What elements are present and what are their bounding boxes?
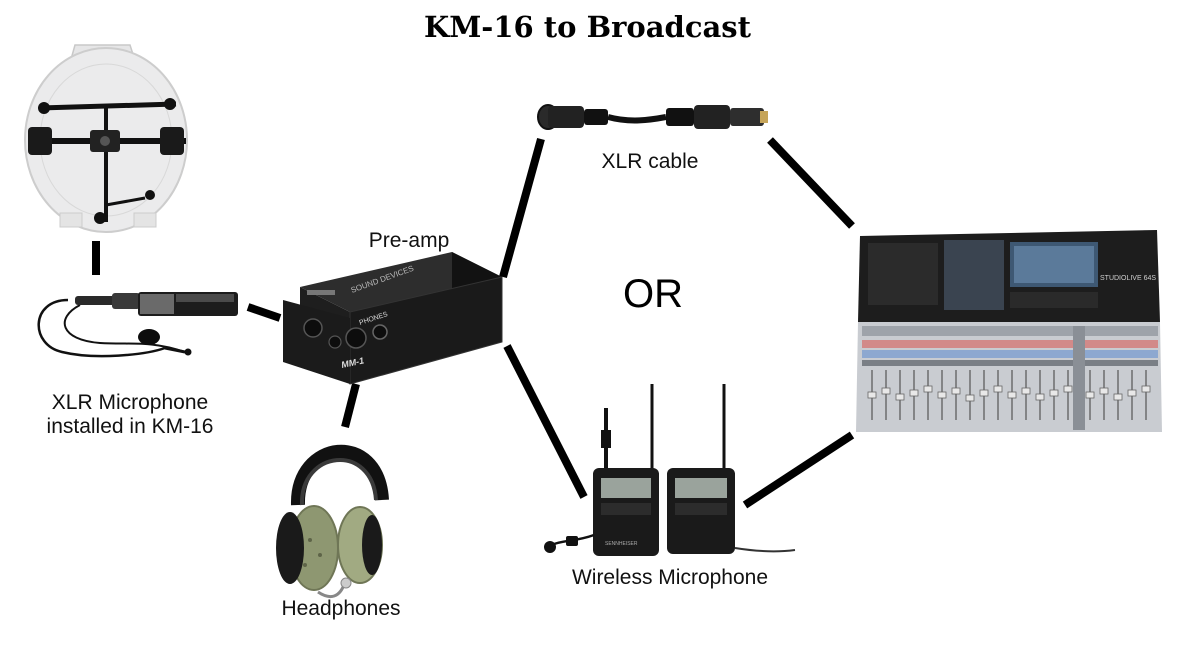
preamp-model-text: MM-1 [340,355,365,370]
line-preamp-to-xlr-cable [499,137,545,279]
mixer-brand-text: STUDIOLIVE 64S [1100,275,1156,282]
xlr-microphone-label-line2: installed in KM-16 [46,415,214,438]
line-wireless-to-mixer [742,431,855,509]
xlr-microphone-icon [37,292,238,358]
headphones-icon [276,444,389,599]
line-xlr-cable-to-mixer [767,137,855,229]
line-mic-to-preamp [246,303,282,322]
preamp-icon: SOUND DEVICES PHONES MM-1 [283,252,503,385]
wireless-brand-text: SENNHEISER [605,541,638,547]
diagram-title: KM-16 to Broadcast [423,10,751,44]
line-preamp-to-wireless [503,344,588,499]
xlr-microphone-label: XLR Microphone installed in KM-16 [18,391,242,439]
xlr-microphone-label-line1: XLR Microphone [51,391,209,414]
mixer-icon: STUDIOLIVE 64S [856,230,1162,432]
preamp-label: Pre-amp [368,229,450,252]
connectors [92,137,855,509]
line-preamp-to-headphones [341,383,360,428]
xlr-cable-label: XLR cable [601,150,699,173]
wireless-microphone-label: Wireless Microphone [571,566,769,589]
xlr-cable-icon [537,104,768,130]
wireless-microphone-icon: SENNHEISER [544,384,796,556]
headphones-label: Headphones [281,597,401,620]
or-label: OR [623,272,683,316]
km16-disc-icon [24,44,188,233]
